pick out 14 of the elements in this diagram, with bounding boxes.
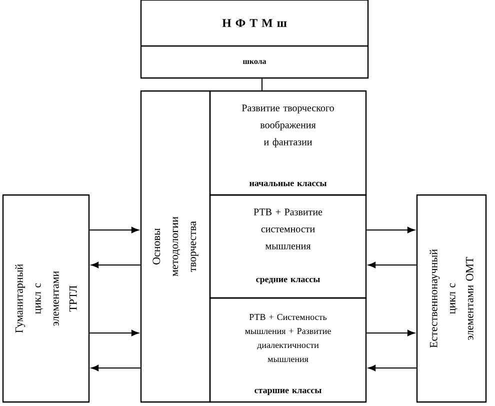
arrow (366, 226, 415, 234)
arrow (368, 364, 417, 372)
arrow (91, 364, 141, 372)
arrow (89, 330, 139, 336)
arrow (91, 262, 141, 268)
arrow (366, 330, 415, 336)
stage-box: РТВ + Развитие системности мышления средние классы (209, 194, 367, 299)
arrow (89, 226, 139, 234)
column-box: Основы методологии творчества (140, 90, 211, 403)
cycle-box: Гуманитарный цикл с элементами ТРТЛ (2, 194, 90, 403)
stage-box: РТВ + Системность мышления + Развитие диалектичности мышления старшие классы (209, 297, 367, 403)
stage-box: Развитие творческого воображения и фантазии начальные классы (209, 90, 367, 196)
arrow (368, 262, 417, 268)
cycle-box: Естественнонаучный цикл с элементами ОМТ (416, 194, 487, 403)
